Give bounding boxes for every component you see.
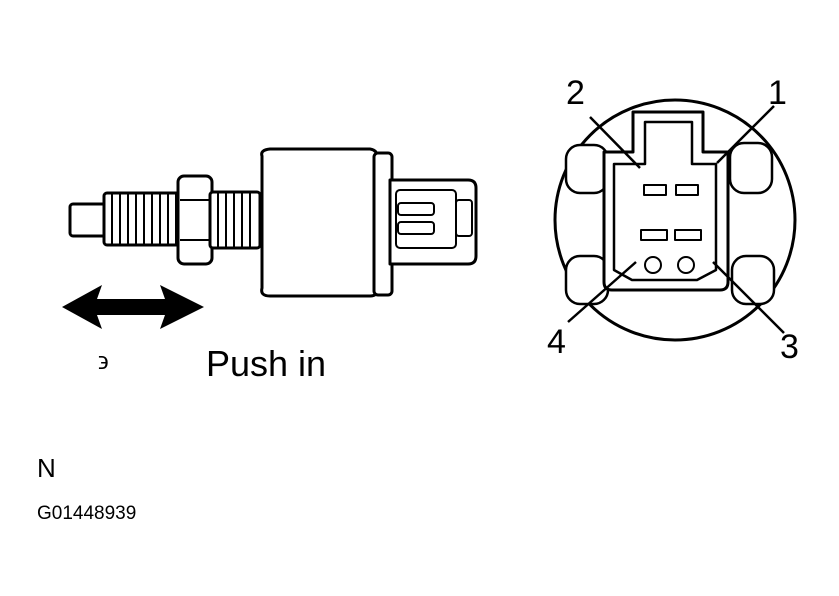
terminal-slot-3 [674, 229, 702, 241]
pin-2-label: 2 [566, 74, 585, 112]
terminal-slot-2 [643, 184, 667, 196]
corner-pad [730, 254, 776, 306]
terminal-upper [397, 202, 435, 216]
n-mark-label: N [37, 453, 56, 483]
pin-leader-lines [567, 105, 785, 334]
connector-latch [455, 199, 473, 237]
connector-hole [644, 256, 662, 274]
partial-label: ϶ [98, 348, 109, 375]
pin-4-label: 4 [547, 323, 566, 361]
terminal-lower [397, 221, 435, 235]
switch-side-view [68, 147, 478, 298]
switch-body [260, 147, 380, 298]
double-arrow-icon [62, 285, 204, 329]
corner-pad [564, 254, 610, 306]
pin-1-label: 1 [768, 74, 787, 112]
corner-pad [564, 143, 610, 195]
hex-nut [176, 174, 214, 266]
leader-pin2 [589, 116, 641, 169]
pin-3-label: 3 [780, 328, 799, 366]
terminal-slot-4 [640, 229, 668, 241]
push-in-label: Push in [206, 343, 327, 384]
leader-pin4 [567, 261, 637, 323]
plunger-tip [68, 202, 108, 238]
leader-pin1 [716, 105, 775, 164]
corner-pad [728, 141, 774, 195]
connector-hole [677, 256, 695, 274]
leader-pin3 [712, 261, 785, 334]
terminal-slot-1 [675, 184, 699, 196]
connector-end-view [553, 98, 797, 342]
shaft-threads [111, 193, 177, 245]
figure-code-label: G01448939 [37, 503, 137, 524]
